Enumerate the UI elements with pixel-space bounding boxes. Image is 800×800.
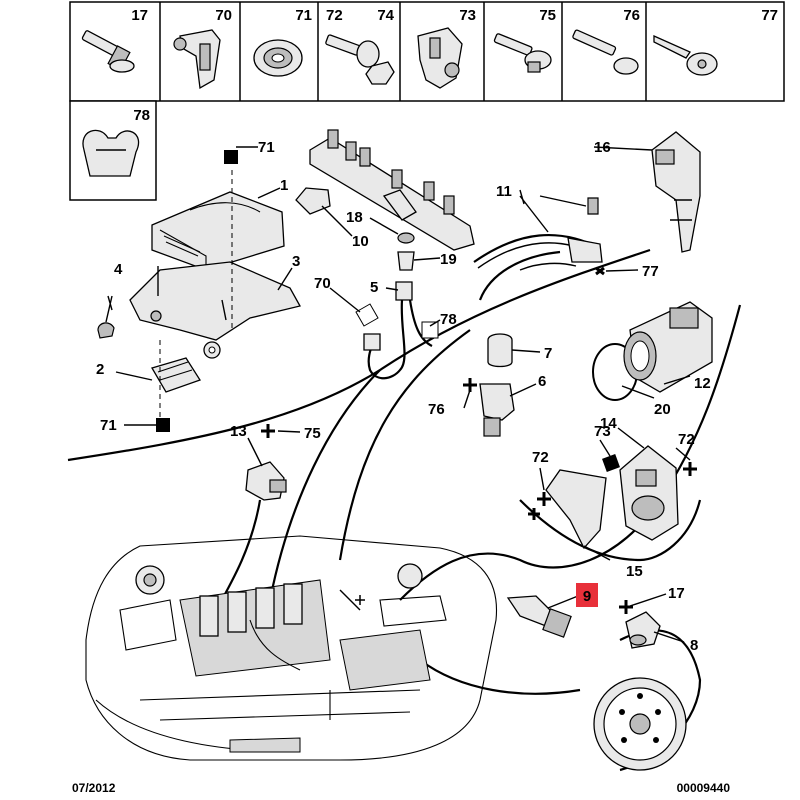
crank-sensor-group <box>593 600 687 771</box>
square-marker-71a <box>224 150 238 164</box>
callout-72-left: 72 <box>532 449 549 466</box>
callout-16: 16 <box>594 139 611 156</box>
stud-bolt-75-icon <box>493 33 552 73</box>
grid-label-73: 73 <box>459 7 476 24</box>
section-dividers <box>67 248 742 772</box>
plus-marker-72b <box>683 462 697 476</box>
bracket-15 <box>545 469 607 550</box>
plus-marker-75 <box>261 424 275 438</box>
flange-bolt-17-icon <box>81 30 135 73</box>
callout-20: 20 <box>654 401 671 418</box>
nut-4 <box>97 322 115 339</box>
square-marker-73 <box>602 454 620 472</box>
leader-lines <box>107 146 691 643</box>
plus-marker-17 <box>619 600 633 614</box>
ecu-unit <box>151 191 285 271</box>
engine-bay-illustration <box>85 535 498 761</box>
callout-71-relay: 71 <box>100 417 117 434</box>
fuel-pipe-group <box>473 197 605 301</box>
callout-72-right: 72 <box>678 431 695 448</box>
callout-9: 9 <box>583 588 591 605</box>
torx-screw-77-icon <box>653 34 718 76</box>
callout-7: 7 <box>544 345 552 362</box>
grid-label-74: 74 <box>377 7 394 24</box>
callout-15: 15 <box>626 563 643 580</box>
grid-label-71: 71 <box>295 7 312 24</box>
callout-13: 13 <box>230 423 247 440</box>
grid-label-70: 70 <box>215 7 232 24</box>
throttle-bracket-group <box>528 445 697 550</box>
harness-group <box>355 281 439 380</box>
fuel-rail-group <box>295 129 475 271</box>
callout-19: 19 <box>440 251 457 268</box>
callout-77: 77 <box>642 263 659 280</box>
clip-78 <box>421 321 439 339</box>
grid-label-78: 78 <box>133 107 150 124</box>
highlight-box <box>576 583 598 607</box>
callout-11: 11 <box>496 183 512 200</box>
pipe-clip-11 <box>587 197 599 215</box>
ecu-group <box>97 150 301 432</box>
seal-18 <box>397 232 415 244</box>
callout-labels: 71 1 4 3 2 71 10 18 19 5 70 78 11 16 77 … <box>96 139 711 654</box>
bracket-73-icon <box>417 27 463 89</box>
callout-1: 1 <box>280 177 288 194</box>
square-marker-71b <box>156 418 170 432</box>
callout-75: 75 <box>304 425 321 442</box>
temperature-sensor-9-group <box>506 595 572 638</box>
temperature-sensor-9 <box>506 595 551 627</box>
sensor-6 <box>479 383 515 421</box>
callout-3: 3 <box>292 253 300 270</box>
cap-7 <box>487 333 513 368</box>
callout-71-ecu: 71 <box>258 139 275 156</box>
injector-group <box>651 131 701 253</box>
sensor-13-group <box>245 424 287 501</box>
callout-12: 12 <box>694 375 711 392</box>
plus-marker-76 <box>463 378 477 392</box>
callout-78: 78 <box>440 311 457 328</box>
callout-8: 8 <box>690 637 698 654</box>
screw-76-icon <box>572 29 639 75</box>
grommet-71-icon <box>253 39 303 77</box>
clip-70 <box>355 303 379 327</box>
callout-76: 76 <box>428 401 445 418</box>
stud-nut-72-74-icon <box>325 34 395 85</box>
hose-clip-78-icon <box>82 129 139 177</box>
grid-label-17: 17 <box>131 7 148 24</box>
sensor-6-group <box>463 333 515 437</box>
plus-marker-72a <box>537 492 551 506</box>
callout-14: 14 <box>600 415 617 432</box>
parts-grid: 17 70 71 72 74 73 75 76 77 78 <box>69 1 785 201</box>
callout-18: 18 <box>346 209 363 226</box>
pressure-sensor-10 <box>295 187 331 215</box>
actuator-14 <box>619 445 679 541</box>
callout-70: 70 <box>314 275 331 292</box>
grid-label-72: 72 <box>326 7 343 24</box>
maf-group <box>592 301 713 401</box>
callout-9-highlighted[interactable]: 9 <box>576 583 598 607</box>
callout-17: 17 <box>668 585 685 602</box>
fitting-19 <box>397 251 415 271</box>
connector-5 <box>395 281 413 301</box>
bracket-clip-70-icon <box>173 29 221 90</box>
grid-label-77: 77 <box>761 7 778 24</box>
ecu-bracket <box>129 261 301 341</box>
callout-10: 10 <box>352 233 369 250</box>
grid-label-76: 76 <box>623 7 640 24</box>
callout-5: 5 <box>370 279 378 296</box>
cross-marker-77 <box>595 266 605 276</box>
callout-2: 2 <box>96 361 104 378</box>
grid-label-75: 75 <box>539 7 556 24</box>
callout-73: 73 <box>594 423 611 440</box>
callout-4: 4 <box>114 261 123 278</box>
footer-reference: 00009440 <box>676 781 730 795</box>
footer-date: 07/2012 <box>72 781 116 795</box>
callout-6: 6 <box>538 373 546 390</box>
